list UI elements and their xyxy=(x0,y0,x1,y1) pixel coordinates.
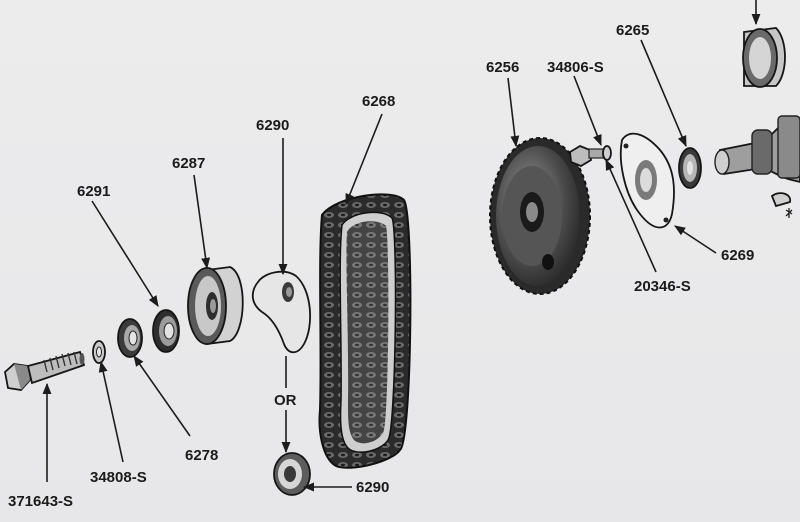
label-6290-top: 6290 xyxy=(256,117,289,134)
plate-6290 xyxy=(251,270,311,354)
label-6265: 6265 xyxy=(616,22,649,39)
label-or: OR xyxy=(274,392,297,409)
label-371643-s: 371643-S xyxy=(8,493,73,510)
label-6290-bottom: 6290 xyxy=(356,479,389,496)
camshaft xyxy=(714,115,800,183)
label-6268: 6268 xyxy=(362,93,395,110)
woodruff-key xyxy=(770,192,793,218)
label-6291: 6291 xyxy=(77,183,110,200)
label-6278: 6278 xyxy=(185,447,218,464)
label-20346-s: 20346-S xyxy=(634,278,691,295)
spacer-6265 xyxy=(678,147,702,189)
camshaft-bearing xyxy=(742,27,786,88)
washer-20346-s xyxy=(602,145,612,161)
camshaft-gear-6256 xyxy=(489,137,591,295)
label-34808-s: 34808-S xyxy=(90,469,147,486)
leader-lines xyxy=(42,0,761,492)
spacer-6291 xyxy=(152,309,180,353)
washer-6278 xyxy=(117,318,143,358)
bolt-371643-s xyxy=(4,350,86,391)
sleeve-6290 xyxy=(273,452,311,496)
thrust-plate-6269 xyxy=(619,132,675,229)
cup-6287 xyxy=(187,266,244,346)
label-6287: 6287 xyxy=(172,155,205,172)
label-6256: 6256 xyxy=(486,59,519,76)
label-34806-s: 34806-S xyxy=(547,59,604,76)
bolt-34806-s xyxy=(569,144,604,168)
lock-washer-34808-s xyxy=(92,340,106,364)
timing-chain-6268 xyxy=(318,193,412,469)
label-6269: 6269 xyxy=(721,247,754,264)
